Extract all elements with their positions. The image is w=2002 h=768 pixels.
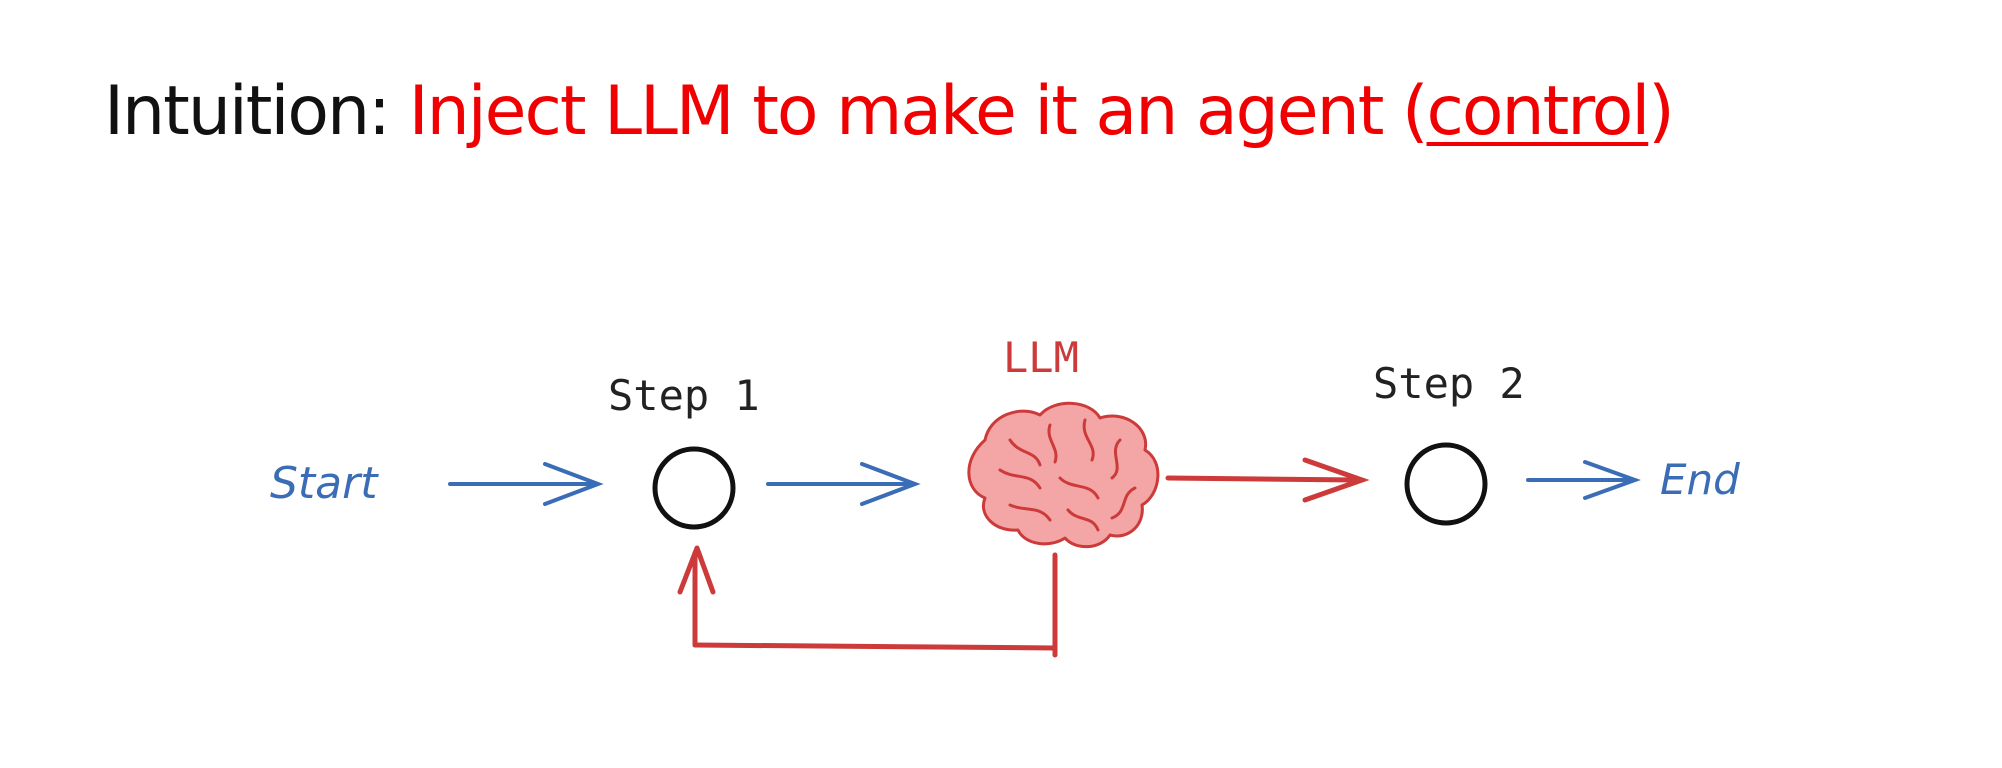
title-text-before: Inject LLM to make it an agent ( bbox=[408, 72, 1429, 151]
title-main: Inject LLM to make it an agent (control) bbox=[408, 72, 1675, 151]
slide-title: Intuition: Inject LLM to make it an agen… bbox=[104, 78, 1675, 146]
step2-to-end-arrow bbox=[1526, 460, 1641, 500]
step2-node bbox=[1404, 442, 1488, 526]
step2-label: Step 2 bbox=[1373, 359, 1525, 408]
start-label: Start bbox=[270, 458, 379, 509]
feedback-loop-arrow bbox=[677, 545, 1058, 658]
title-underlined-word: control bbox=[1426, 72, 1651, 151]
llm-to-step2-arrow bbox=[1165, 457, 1370, 503]
brain-icon bbox=[967, 401, 1160, 549]
step1-to-llm-arrow bbox=[766, 462, 921, 506]
llm-label: LLM bbox=[1003, 333, 1079, 382]
step1-label: Step 1 bbox=[608, 371, 760, 420]
title-prefix: Intuition: bbox=[104, 72, 409, 151]
title-text-after: ) bbox=[1648, 72, 1674, 151]
start-to-step1-arrow bbox=[448, 462, 604, 506]
step1-node bbox=[652, 446, 736, 530]
end-label: End bbox=[1660, 455, 1740, 504]
